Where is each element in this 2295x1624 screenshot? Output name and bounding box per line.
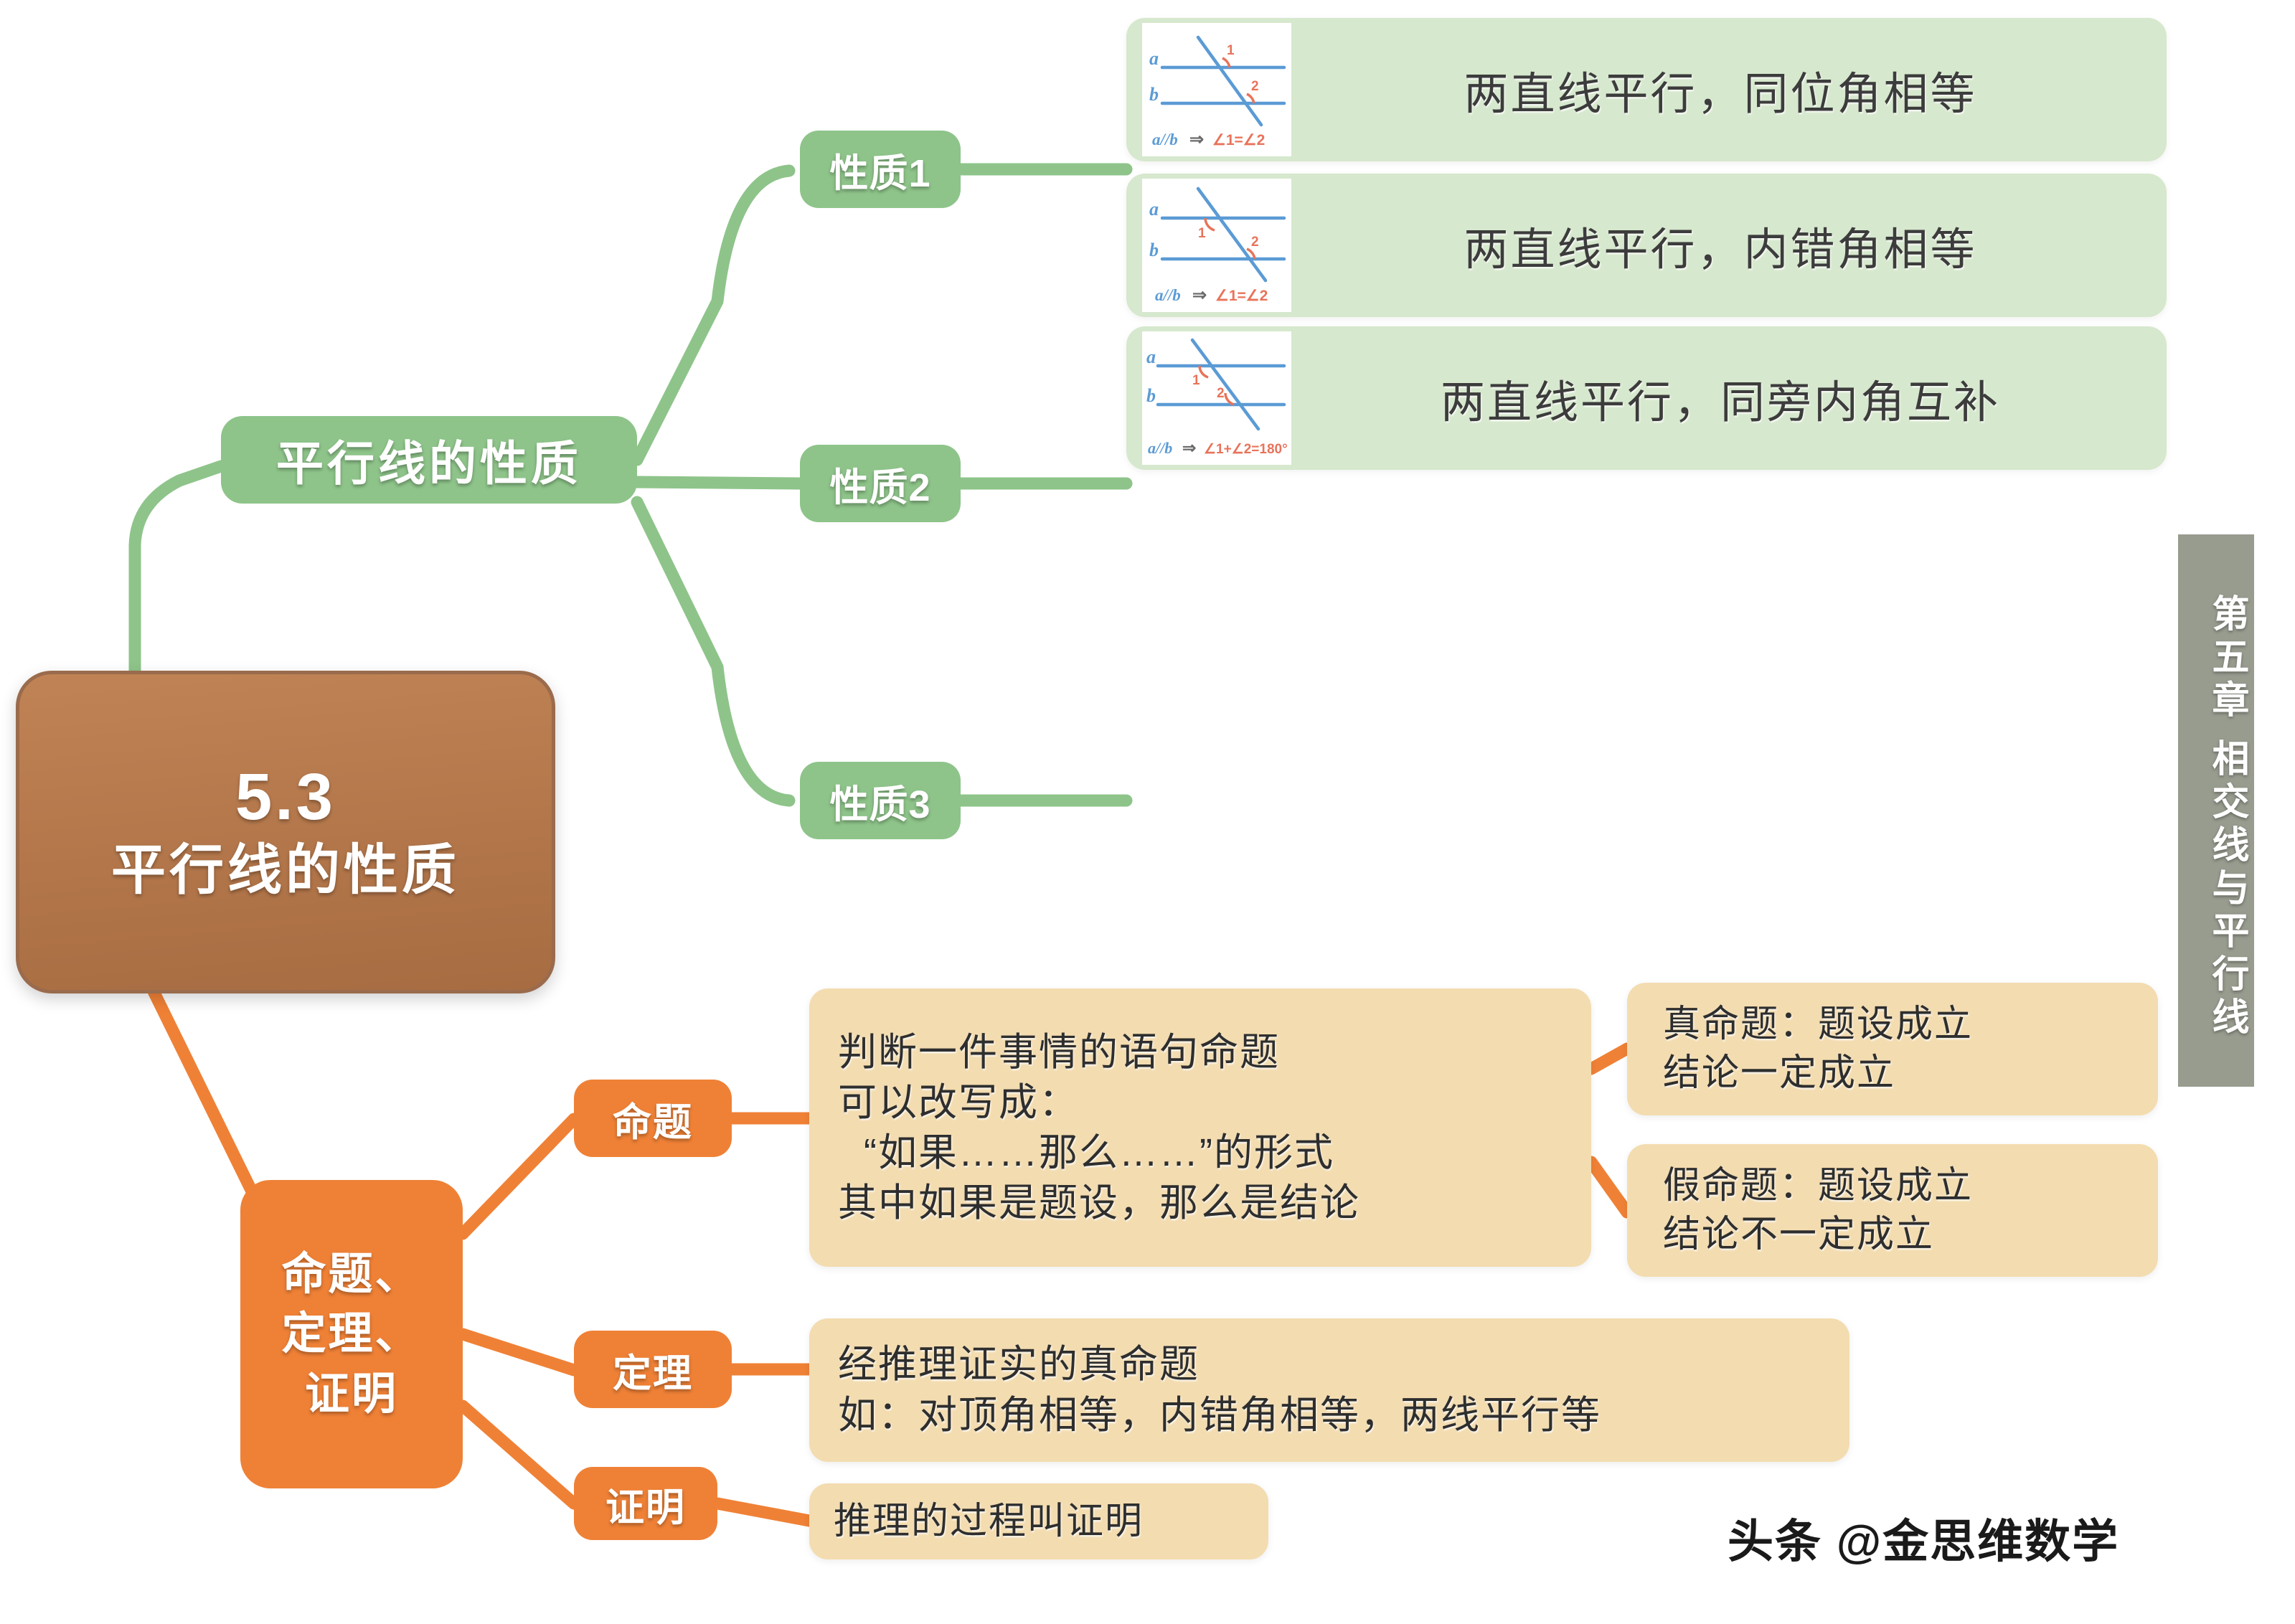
svg-text:∠1=∠2: ∠1=∠2 (1212, 132, 1265, 148)
property-text-3: 两直线平行，同旁内角互补 (1440, 378, 2000, 428)
proof-card-line-1: 推理的过程叫证明 (834, 1500, 1144, 1542)
svg-text:a: a (1149, 48, 1159, 69)
property-card-1: a b 1 2 a//b ⇒ ∠1=∠2 两直线平行，同位角相等 (1126, 18, 2167, 161)
parallel-lines-figure-3: a b 1 2 a//b ⇒ ∠1+∠2=180° (1142, 331, 1291, 465)
svg-text:b: b (1149, 240, 1159, 260)
parallel-lines-figure-1: a b 1 2 a//b ⇒ ∠1=∠2 (1142, 23, 1291, 156)
property-chip-3[interactable]: 性质3 (800, 762, 961, 839)
proposition-chip[interactable]: 命题 (574, 1080, 732, 1157)
root-node[interactable]: 5.3 平行线的性质 (16, 671, 555, 993)
true-proposition-line-1: 真命题：题设成立 (1663, 1003, 1974, 1045)
root-title: 平行线的性质 (111, 839, 460, 901)
svg-text:a: a (1149, 199, 1159, 219)
watermark: 头条 @金思维数学 (1728, 1516, 2120, 1567)
property-card-3: a b 1 2 a//b ⇒ ∠1+∠2=180° 两直线平行，同旁内角互补 (1126, 326, 2167, 470)
svg-text:1: 1 (1198, 226, 1206, 241)
svg-text:⇒: ⇒ (1189, 130, 1204, 149)
branch-parallel-properties[interactable]: 平行线的性质 (221, 416, 637, 504)
svg-text:2: 2 (1251, 79, 1259, 94)
svg-text:a//b: a//b (1152, 131, 1178, 148)
svg-text:a//b: a//b (1148, 439, 1172, 457)
branch-proposition-theorem-proof[interactable]: 命题、 定理、 证明 (240, 1180, 463, 1488)
property-chip-1-label: 性质1 (829, 151, 931, 195)
svg-text:1: 1 (1227, 43, 1235, 58)
parallel-lines-figure-2: a b 1 2 a//b ⇒ ∠1=∠2 (1142, 179, 1291, 312)
svg-text:1: 1 (1192, 373, 1200, 388)
true-proposition-line-2: 结论一定成立 (1663, 1052, 1896, 1094)
theorem-chip[interactable]: 定理 (574, 1331, 732, 1408)
property-text-2: 两直线平行，内错角相等 (1464, 225, 1977, 275)
theorem-card: 经推理证实的真命题 如：对顶角相等，内错角相等，两线平行等 (809, 1318, 1849, 1462)
false-proposition-line-1: 假命题：题设成立 (1663, 1164, 1974, 1207)
proposition-card-line-4: 其中如果是题设，那么是结论 (838, 1181, 1360, 1225)
proof-card: 推理的过程叫证明 (809, 1483, 1268, 1559)
proposition-chip-label: 命题 (613, 1100, 693, 1144)
proposition-card-line-1: 判断一件事情的语句命题 (838, 1030, 1280, 1074)
branch-ptp-line-3: 证明 (304, 1369, 398, 1419)
property-text-1: 两直线平行，同位角相等 (1464, 70, 1977, 119)
chapter-tab: 第五章 相交线与平行线 (2178, 534, 2254, 1087)
property-chip-2-label: 性质2 (829, 466, 931, 509)
false-proposition-line-2: 结论不一定成立 (1663, 1213, 1935, 1255)
proof-chip-label: 证明 (605, 1486, 686, 1529)
proposition-card: 判断一件事情的语句命题 可以改写成： “如果……那么……”的形式 其中如果是题设… (809, 988, 1591, 1267)
branch-ptp-line-2: 定理、 (281, 1309, 422, 1359)
svg-text:2: 2 (1217, 386, 1225, 401)
property-card-2: a b 1 2 a//b ⇒ ∠1=∠2 两直线平行，内错角相等 (1126, 174, 2167, 317)
svg-text:⇒: ⇒ (1192, 285, 1207, 305)
proposition-card-line-3: “如果……那么……”的形式 (864, 1131, 1334, 1174)
property-chip-3-label: 性质3 (829, 783, 931, 826)
svg-text:b: b (1146, 385, 1156, 406)
proposition-card-line-2: 可以改写成： (838, 1080, 1079, 1124)
svg-text:∠1=∠2: ∠1=∠2 (1215, 288, 1268, 304)
svg-text:⇒: ⇒ (1182, 438, 1196, 457)
svg-text:2: 2 (1251, 235, 1259, 250)
branch-parallel-properties-label: 平行线的性质 (276, 437, 582, 490)
theorem-chip-label: 定理 (613, 1351, 693, 1395)
theorem-card-line-1: 经推理证实的真命题 (838, 1342, 1200, 1386)
branch-ptp-line-1: 命题、 (281, 1250, 422, 1300)
false-proposition-card: 假命题：题设成立 结论不一定成立 (1627, 1144, 2158, 1277)
svg-text:b: b (1149, 84, 1159, 105)
svg-text:∠1+∠2=180°: ∠1+∠2=180° (1204, 442, 1288, 457)
root-number: 5.3 (235, 760, 336, 834)
property-chip-2[interactable]: 性质2 (800, 445, 961, 522)
property-chip-1[interactable]: 性质1 (800, 131, 961, 208)
proof-chip[interactable]: 证明 (574, 1467, 717, 1540)
svg-text:a: a (1146, 346, 1156, 367)
svg-text:a//b: a//b (1155, 286, 1181, 304)
theorem-card-line-2: 如：对顶角相等，内错角相等，两线平行等 (838, 1394, 1601, 1437)
true-proposition-card: 真命题：题设成立 结论一定成立 (1627, 983, 2158, 1115)
